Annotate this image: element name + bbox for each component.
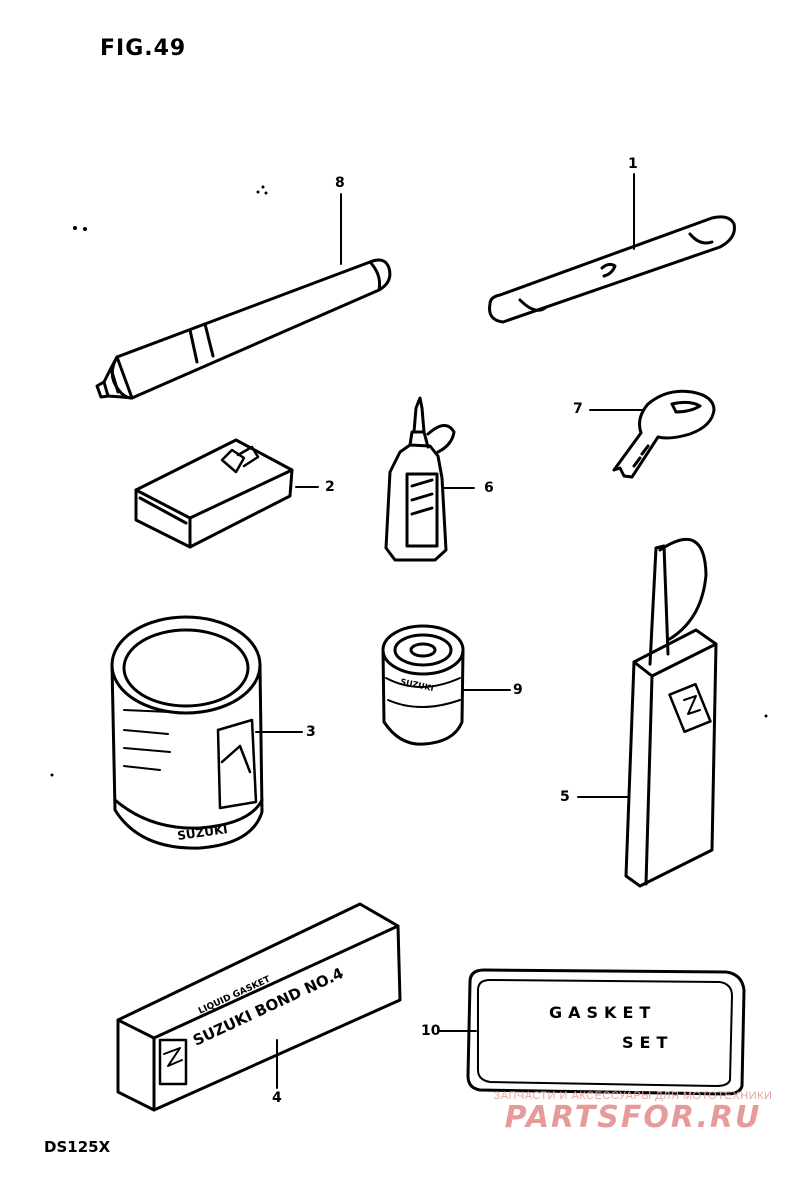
part-4-bond-box	[116, 902, 402, 1112]
callout-4: 4	[272, 1090, 282, 1106]
callout-1: 1	[628, 156, 638, 172]
part-6-oil-bottle	[384, 396, 475, 562]
figure-title: FIG.49	[100, 36, 187, 61]
gasket-line2: SET	[622, 1033, 673, 1052]
part-8-pump	[95, 193, 392, 400]
tin-brand-text: SUZUKI	[400, 677, 435, 693]
part-3-grease-can	[110, 615, 303, 850]
callout-2: 2	[325, 479, 335, 495]
part-7-key	[589, 389, 716, 479]
callout-3: 3	[306, 724, 316, 740]
watermark: ЗАПЧАСТИ И АКСЕССУАРЫ ДЛЯ МОТОТЕХНИКИ PA…	[478, 1090, 788, 1135]
watermark-logo: PARTSFOR.RU	[504, 1100, 762, 1135]
callout-7: 7	[573, 401, 583, 417]
callout-8: 8	[335, 175, 345, 191]
callout-6: 6	[484, 480, 494, 496]
part-1-tire-lever	[488, 173, 736, 324]
part-5-oil-can	[577, 538, 718, 888]
speckle-dots	[50, 185, 768, 777]
can-brand-text: SUZUKI	[176, 822, 228, 843]
callout-9: 9	[513, 682, 523, 698]
gasket-line1: GASKET	[549, 1003, 656, 1022]
callout-5: 5	[560, 789, 570, 805]
part-10-gasket-set	[439, 968, 746, 1096]
part-9-small-tin	[381, 624, 511, 746]
model-label: DS125X	[44, 1138, 111, 1156]
callout-10: 10	[421, 1023, 441, 1039]
watermark-tagline: ЗАПЧАСТИ И АКСЕССУАРЫ ДЛЯ МОТОТЕХНИКИ	[493, 1090, 773, 1102]
part-2-box	[134, 438, 319, 549]
